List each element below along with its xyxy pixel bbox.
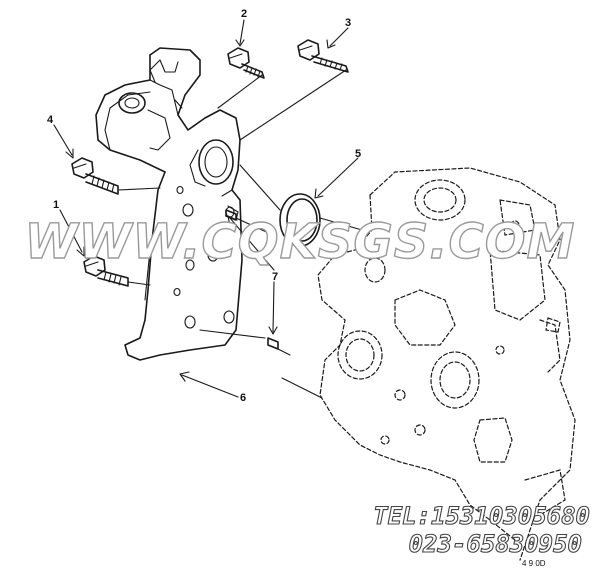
watermark-phone: TEL:15310305680	[373, 502, 590, 530]
bolt-part-2	[227, 47, 265, 79]
watermark-url: WWW.CQKSGS.COM	[25, 214, 576, 270]
assembly-lines	[117, 69, 363, 399]
watermark-phone-2: 023-65830950	[409, 530, 582, 558]
callout-6: 6	[240, 392, 246, 404]
callout-2: 2	[241, 8, 247, 20]
housing-bracket	[95, 47, 243, 361]
o-ring-part-5	[279, 193, 321, 247]
callout-5: 5	[355, 148, 361, 160]
bolt-part-4	[71, 157, 119, 195]
callout-3: 3	[345, 17, 351, 29]
callout-1: 1	[53, 199, 59, 211]
corner-reference: 4 9 0D	[522, 559, 546, 568]
callout-4: 4	[47, 114, 54, 126]
callout-7: 7	[272, 271, 278, 283]
bolt-part-3	[297, 39, 349, 73]
dowel-pin-lower	[267, 337, 279, 350]
callout-leaders	[53, 19, 359, 398]
engine-block	[317, 167, 576, 561]
